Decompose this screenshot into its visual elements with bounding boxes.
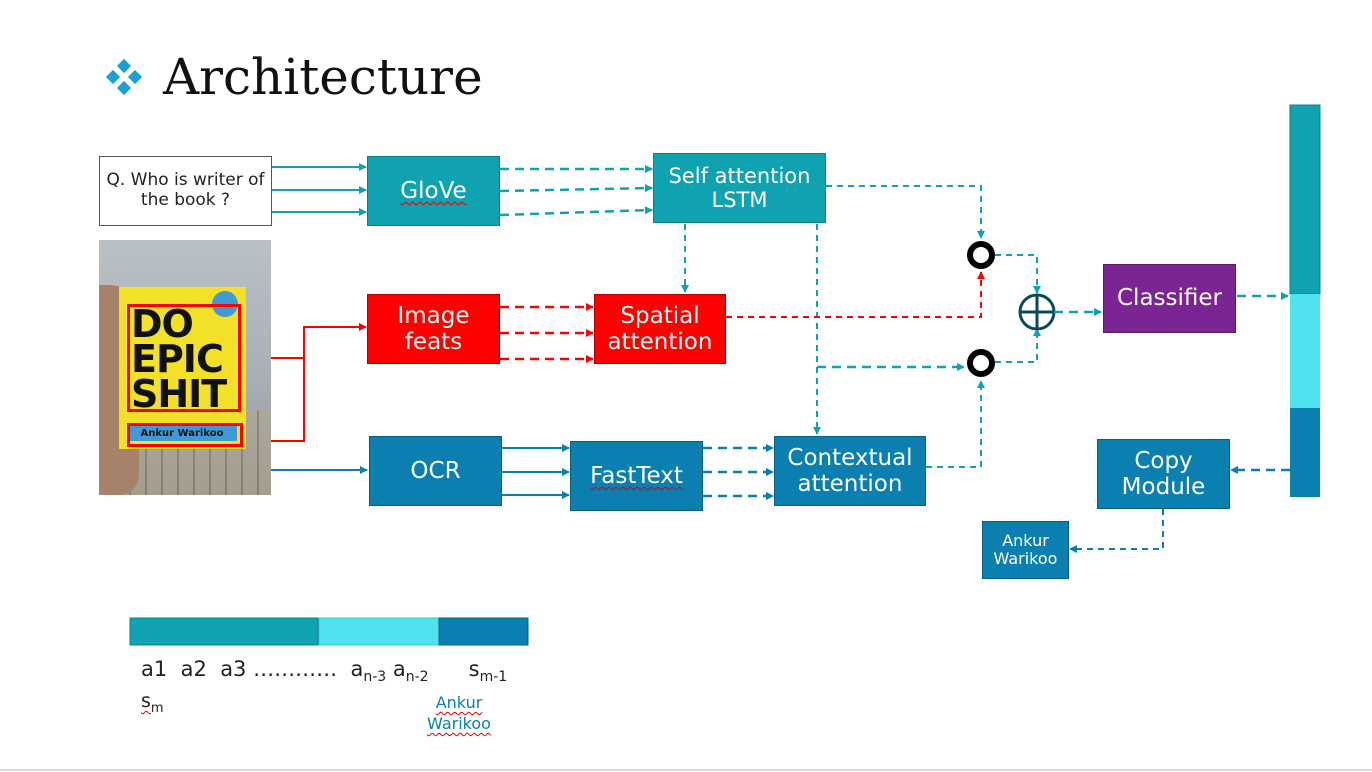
fasttext-to-contextual-arrows bbox=[703, 444, 774, 500]
image-feats-block: Image feats bbox=[367, 294, 500, 364]
glove-to-lstm-arrows bbox=[499, 165, 653, 217]
question-text: Q. Who is writer of the book ? bbox=[106, 170, 265, 210]
copy-module-block: Copy Module bbox=[1097, 439, 1230, 509]
sm-label: sm bbox=[141, 690, 164, 716]
top-multiply-node-icon bbox=[967, 241, 995, 269]
sum-node-icon bbox=[1018, 293, 1056, 331]
fasttext-block: FastText bbox=[570, 441, 703, 511]
question-box: Q. Who is writer of the book ? bbox=[99, 156, 272, 226]
output-score-bar bbox=[1289, 104, 1321, 497]
contextual-to-bottom-mult-arrow bbox=[926, 380, 985, 468]
bottom-mult-to-sum-arrow bbox=[995, 328, 1041, 363]
answer-block: Ankur Warikoo bbox=[982, 521, 1069, 579]
question-to-glove-arrows bbox=[272, 163, 367, 216]
ocr-token-label: Ankur Warikoo bbox=[427, 693, 491, 733]
ocr-to-fasttext-arrows bbox=[502, 444, 570, 499]
image-to-feats-arrow bbox=[244, 323, 367, 359]
feats-to-spatial-arrows bbox=[500, 303, 594, 363]
ocr-block: OCR bbox=[369, 436, 502, 506]
spatial-attention-block: Spatial attention bbox=[594, 294, 726, 364]
top-mult-to-sum-arrow bbox=[995, 254, 1041, 294]
book-author-strip: Ankur Warikoo bbox=[127, 425, 237, 441]
spatial-to-top-mult-arrow bbox=[726, 271, 985, 318]
bottom-multiply-node-icon bbox=[967, 349, 995, 377]
answer-space-bar bbox=[129, 617, 529, 646]
lstm-to-top-mult-arrow bbox=[826, 185, 985, 239]
book-cover: DO EPIC SHIT Ankur Warikoo bbox=[119, 287, 246, 449]
copy-to-answer-arrow bbox=[1069, 509, 1164, 553]
slide-bottom-border bbox=[0, 769, 1372, 771]
book-title: DO EPIC SHIT bbox=[131, 302, 227, 416]
answer-space-last-label: sm bbox=[141, 690, 164, 716]
book-photo: DO EPIC SHIT Ankur Warikoo bbox=[99, 240, 271, 495]
title-bbox bbox=[127, 304, 241, 412]
slide-title: Architecture bbox=[163, 48, 483, 106]
self-attention-lstm-block: Self attention LSTM bbox=[653, 153, 826, 223]
answer-space-labels: a1 a2 a3 ………… an-3 an-2 sm-1 bbox=[141, 657, 508, 686]
contextual-attention-block: Contextual attention bbox=[774, 436, 926, 506]
diamond-bullet-icon bbox=[105, 58, 143, 96]
answer-text: Ankur Warikoo bbox=[993, 530, 1058, 568]
glove-block: GloVe bbox=[367, 156, 500, 226]
author-bbox bbox=[127, 423, 243, 447]
classifier-block: Classifier bbox=[1103, 264, 1236, 333]
